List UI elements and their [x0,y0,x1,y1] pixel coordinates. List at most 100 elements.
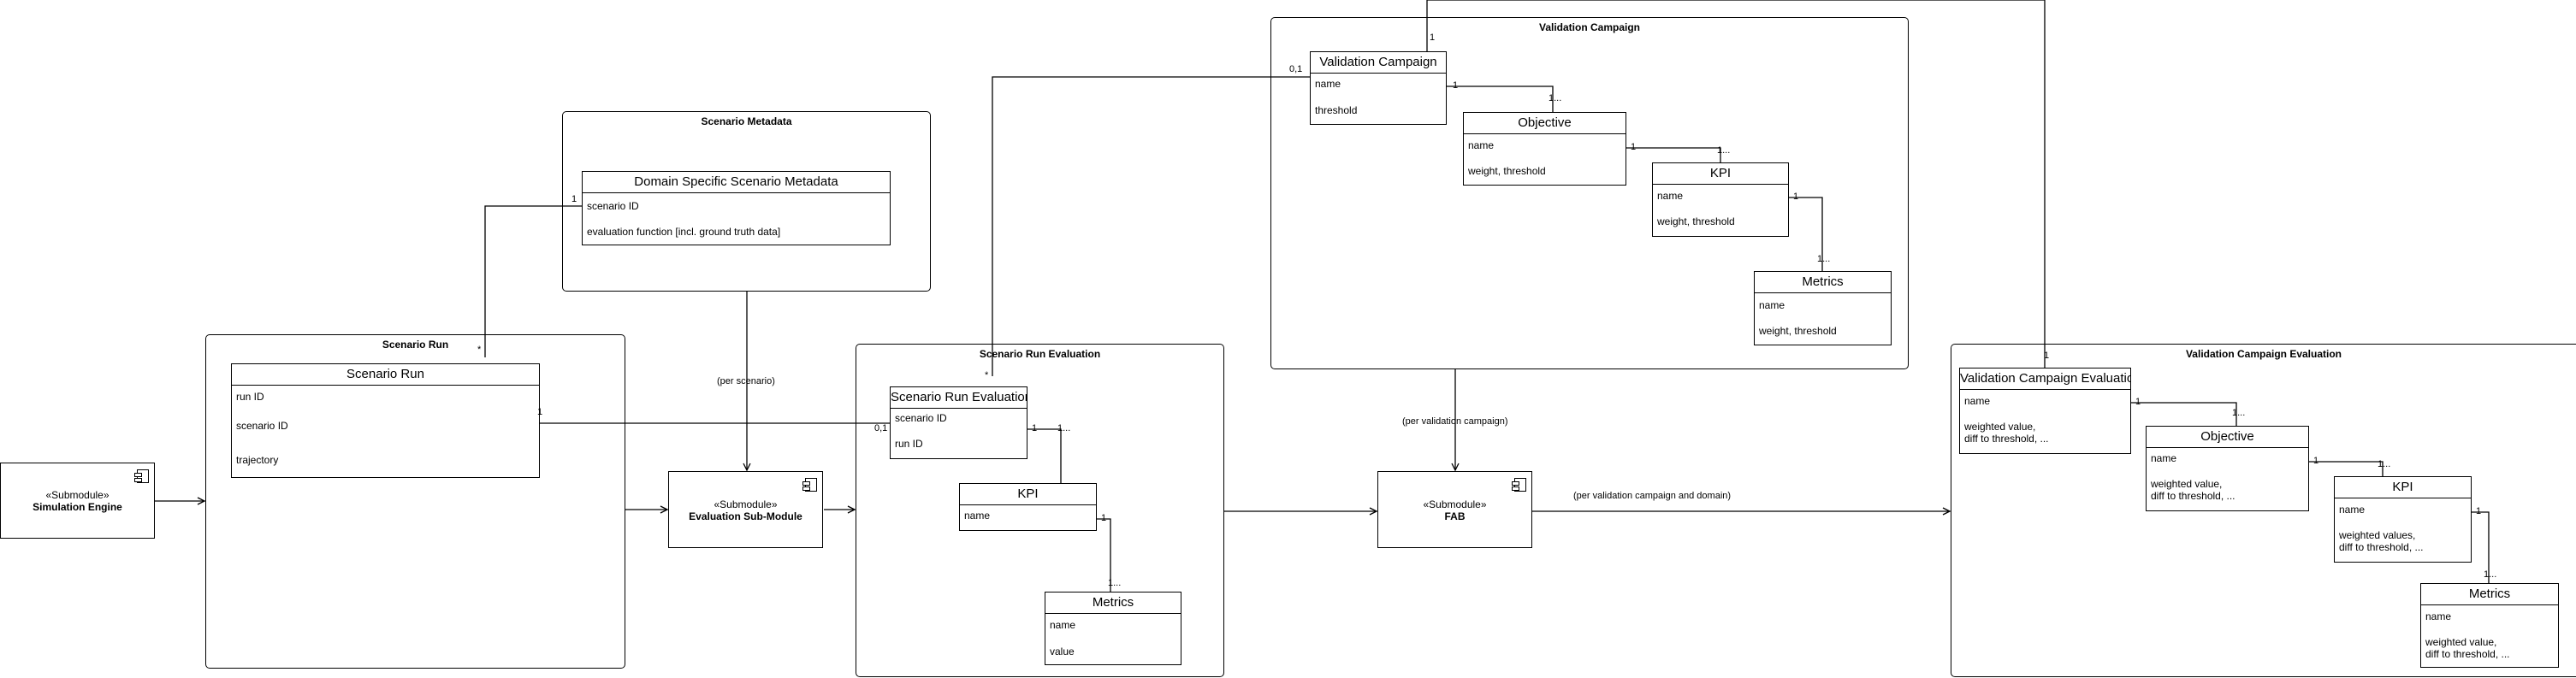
association-line [2472,511,2490,583]
multiplicity-label: 1 [2476,506,2482,516]
association-line [2131,402,2237,426]
module-stereotype: «Submodule» [714,498,778,510]
module-name: FAB [1444,510,1466,522]
evaluation-submodule-module: «Submodule» Evaluation Sub-Module [668,471,823,548]
multiplicity-label: 1... [2378,459,2391,469]
class-attribute: weighted values, diff to threshold, ... [2339,529,2424,553]
class-name: Validation Campaign [1311,52,1446,74]
module-name: Simulation Engine [33,501,122,513]
scenario-run-evaluation-class: Scenario Run Evaluation scenario ID run … [890,386,1027,459]
class-attribute: name [2425,610,2452,622]
multiplicity-label: 1... [2484,569,2497,580]
multiplicity-label: 0,1 [874,423,888,433]
class-name: Objective [1464,113,1626,134]
fab-module: «Submodule» FAB [1377,471,1532,548]
association-line [1426,0,2046,368]
vc-kpi-class: KPI name weight, threshold [1652,162,1789,237]
class-attribute: run ID [895,438,923,450]
per-validation-campaign-and-domain-label: (per validation campaign and domain) [1573,491,1732,501]
component-icon [802,478,817,492]
multiplicity-label: 1 [2044,351,2050,361]
class-attribute: trajectory [236,454,279,466]
multiplicity-label: 1... [1549,93,1562,103]
class-attribute: weight, threshold [1657,215,1735,227]
per-scenario-label: (per scenario) [717,376,775,386]
scenario-run-evaluation-title: Scenario Run Evaluation [979,348,1101,360]
domain-specific-scenario-metadata-class: Domain Specific Scenario Metadata scenar… [582,171,891,245]
class-name: Metrics [2421,584,2558,605]
association-line [992,76,1310,376]
multiplicity-label: 1 [1631,142,1637,152]
class-name: KPI [1653,163,1788,185]
multiplicity-label: 1... [2232,408,2246,418]
module-stereotype: «Submodule» [45,489,110,501]
class-attribute: weight, threshold [1759,325,1837,337]
simulation-engine-module: «Submodule» Simulation Engine [0,463,155,539]
class-attribute: name [964,510,991,522]
module-name: Evaluation Sub-Module [689,510,802,522]
vce-kpi-class: KPI name weighted values, diff to thresh… [2334,476,2472,563]
class-attribute: run ID [236,391,264,403]
class-name: Validation Campaign Evaluation [1960,368,2130,390]
multiplicity-label: 1 [1430,32,1436,43]
class-name: KPI [960,484,1096,505]
multiplicity-label: * [985,370,989,380]
association-line [1027,428,1062,483]
class-attribute: weighted value, diff to threshold, ... [2425,636,2510,660]
association-line [1097,518,1111,592]
association-line [2309,461,2384,476]
scenario-metadata-title: Scenario Metadata [701,115,792,127]
vce-objective-class: Objective name weighted value, diff to t… [2146,426,2309,511]
multiplicity-label: 1 [1101,513,1107,523]
class-name: Scenario Run Evaluation [891,387,1027,409]
multiplicity-label: 1 [1453,80,1459,91]
class-attribute: name [1759,299,1785,311]
vc-metrics-class: Metrics name weight, threshold [1754,271,1892,345]
class-attribute: name [1657,190,1684,202]
multiplicity-label: * [477,345,482,355]
class-attribute: name [1964,395,1991,407]
validation-campaign-title: Validation Campaign [1538,21,1641,33]
class-attribute: threshold [1315,104,1358,116]
class-attribute: name [2151,452,2177,464]
per-validation-campaign-label: (per validation campaign) [1402,416,1508,427]
multiplicity-label: 1 [2313,456,2319,466]
component-icon [1512,478,1526,492]
validation-campaign-evaluation-class: Validation Campaign Evaluation name weig… [1959,368,2131,454]
association-line [1626,147,1721,162]
scenario-run-title: Scenario Run [382,339,449,351]
class-attribute: evaluation function [incl. ground truth … [587,226,781,238]
class-attribute: value [1050,646,1075,657]
validation-campaign-class: Validation Campaign name threshold [1310,51,1447,125]
scenario-run-class: Scenario Run run ID scenario ID trajecto… [231,363,540,478]
association-line [484,205,582,357]
class-attribute: scenario ID [895,412,947,424]
multiplicity-label: 1 [537,407,543,417]
class-attribute: scenario ID [236,420,288,432]
multiplicity-label: 1 [1793,192,1799,202]
multiplicity-label: 0,1 [1289,64,1303,74]
multiplicity-label: 1 [2135,397,2141,407]
sre-metrics-class: Metrics name value [1045,592,1181,665]
multiplicity-label: 1... [1817,254,1831,264]
class-attribute: name [1468,139,1495,151]
association-line [1789,197,1823,271]
multiplicity-label: 1... [1717,145,1731,156]
class-attribute: scenario ID [587,200,639,212]
component-icon [134,469,149,483]
validation-campaign-evaluation-title: Validation Campaign Evaluation [2185,348,2342,360]
class-name: Metrics [1045,593,1181,614]
class-name: Scenario Run [232,364,539,386]
class-name: KPI [2335,477,2471,498]
vc-objective-class: Objective name weight, threshold [1463,112,1626,186]
class-attribute: name [2339,504,2366,516]
class-name: Domain Specific Scenario Metadata [583,172,890,193]
multiplicity-label: 1 [571,194,577,204]
class-attribute: weighted value, diff to threshold, ... [2151,478,2235,502]
class-name: Objective [2147,427,2308,448]
multiplicity-label: 1... [1108,578,1122,588]
multiplicity-label: 1 [1032,423,1038,433]
class-attribute: name [1315,78,1341,90]
